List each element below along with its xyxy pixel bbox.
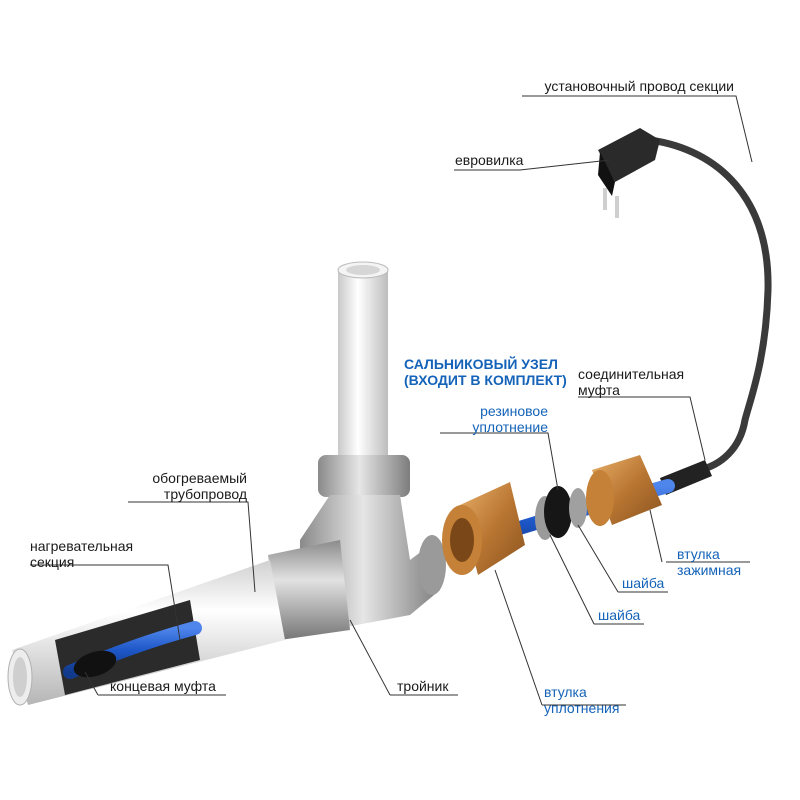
label-clamp-sleeve: втулка зажимная: [677, 546, 741, 578]
rubber-seal-line-2: уплотнение: [472, 419, 548, 435]
clamp-sleeve-line-1: втулка: [677, 546, 720, 562]
label-washer-lower: шайба: [598, 607, 641, 623]
label-tee: тройник: [397, 678, 449, 694]
label-install-wire: установочный провод секции: [544, 78, 735, 94]
label-rubber-seal: резиновое уплотнение: [472, 403, 548, 435]
label-washer-upper: шайба: [622, 575, 665, 591]
label-gland-title: САЛЬНИКОВЫЙ УЗЕЛ (ВХОДИТ В КОМПЛЕКТ): [404, 356, 567, 388]
vertical-pipe: [338, 270, 388, 470]
seal-sleeve-line-1: втулка: [544, 684, 587, 700]
euro-plug-icon: [598, 128, 660, 218]
connector-line-1: соединительная: [578, 366, 685, 382]
heated-pipe-line-2: трубопровод: [163, 486, 247, 502]
installation-wire: [646, 136, 772, 474]
connector-line-2: муфта: [578, 382, 620, 398]
rubber-seal: [544, 486, 572, 538]
washer-2: [569, 488, 587, 528]
label-end-sleeve: концевая муфта: [110, 678, 216, 694]
seal-sleeve: [442, 482, 525, 575]
label-heating-section: нагревательная секция: [30, 538, 133, 570]
end-sleeve: [73, 650, 117, 678]
seal-sleeve-line-2: уплотнения: [544, 700, 620, 716]
label-euro-plug: евровилка: [455, 152, 524, 168]
heating-section-line-1: нагревательная: [30, 538, 134, 554]
label-connector: соединительная муфта: [578, 366, 684, 398]
clamp-sleeve: [586, 455, 662, 526]
label-heated-pipe: обогреваемый трубопровод: [152, 470, 247, 502]
clamp-sleeve-line-2: зажимная: [677, 562, 742, 578]
label-seal-sleeve: втулка уплотнения: [544, 684, 619, 716]
heated-pipe-line-1: обогреваемый: [152, 470, 247, 486]
rubber-seal-line-1: резиновое: [480, 403, 548, 419]
gland-title-line-1: САЛЬНИКОВЫЙ УЗЕЛ: [404, 356, 558, 372]
gland-title-line-2: (ВХОДИТ В КОМПЛЕКТ): [404, 372, 567, 388]
heating-section-line-2: секция: [30, 554, 75, 570]
